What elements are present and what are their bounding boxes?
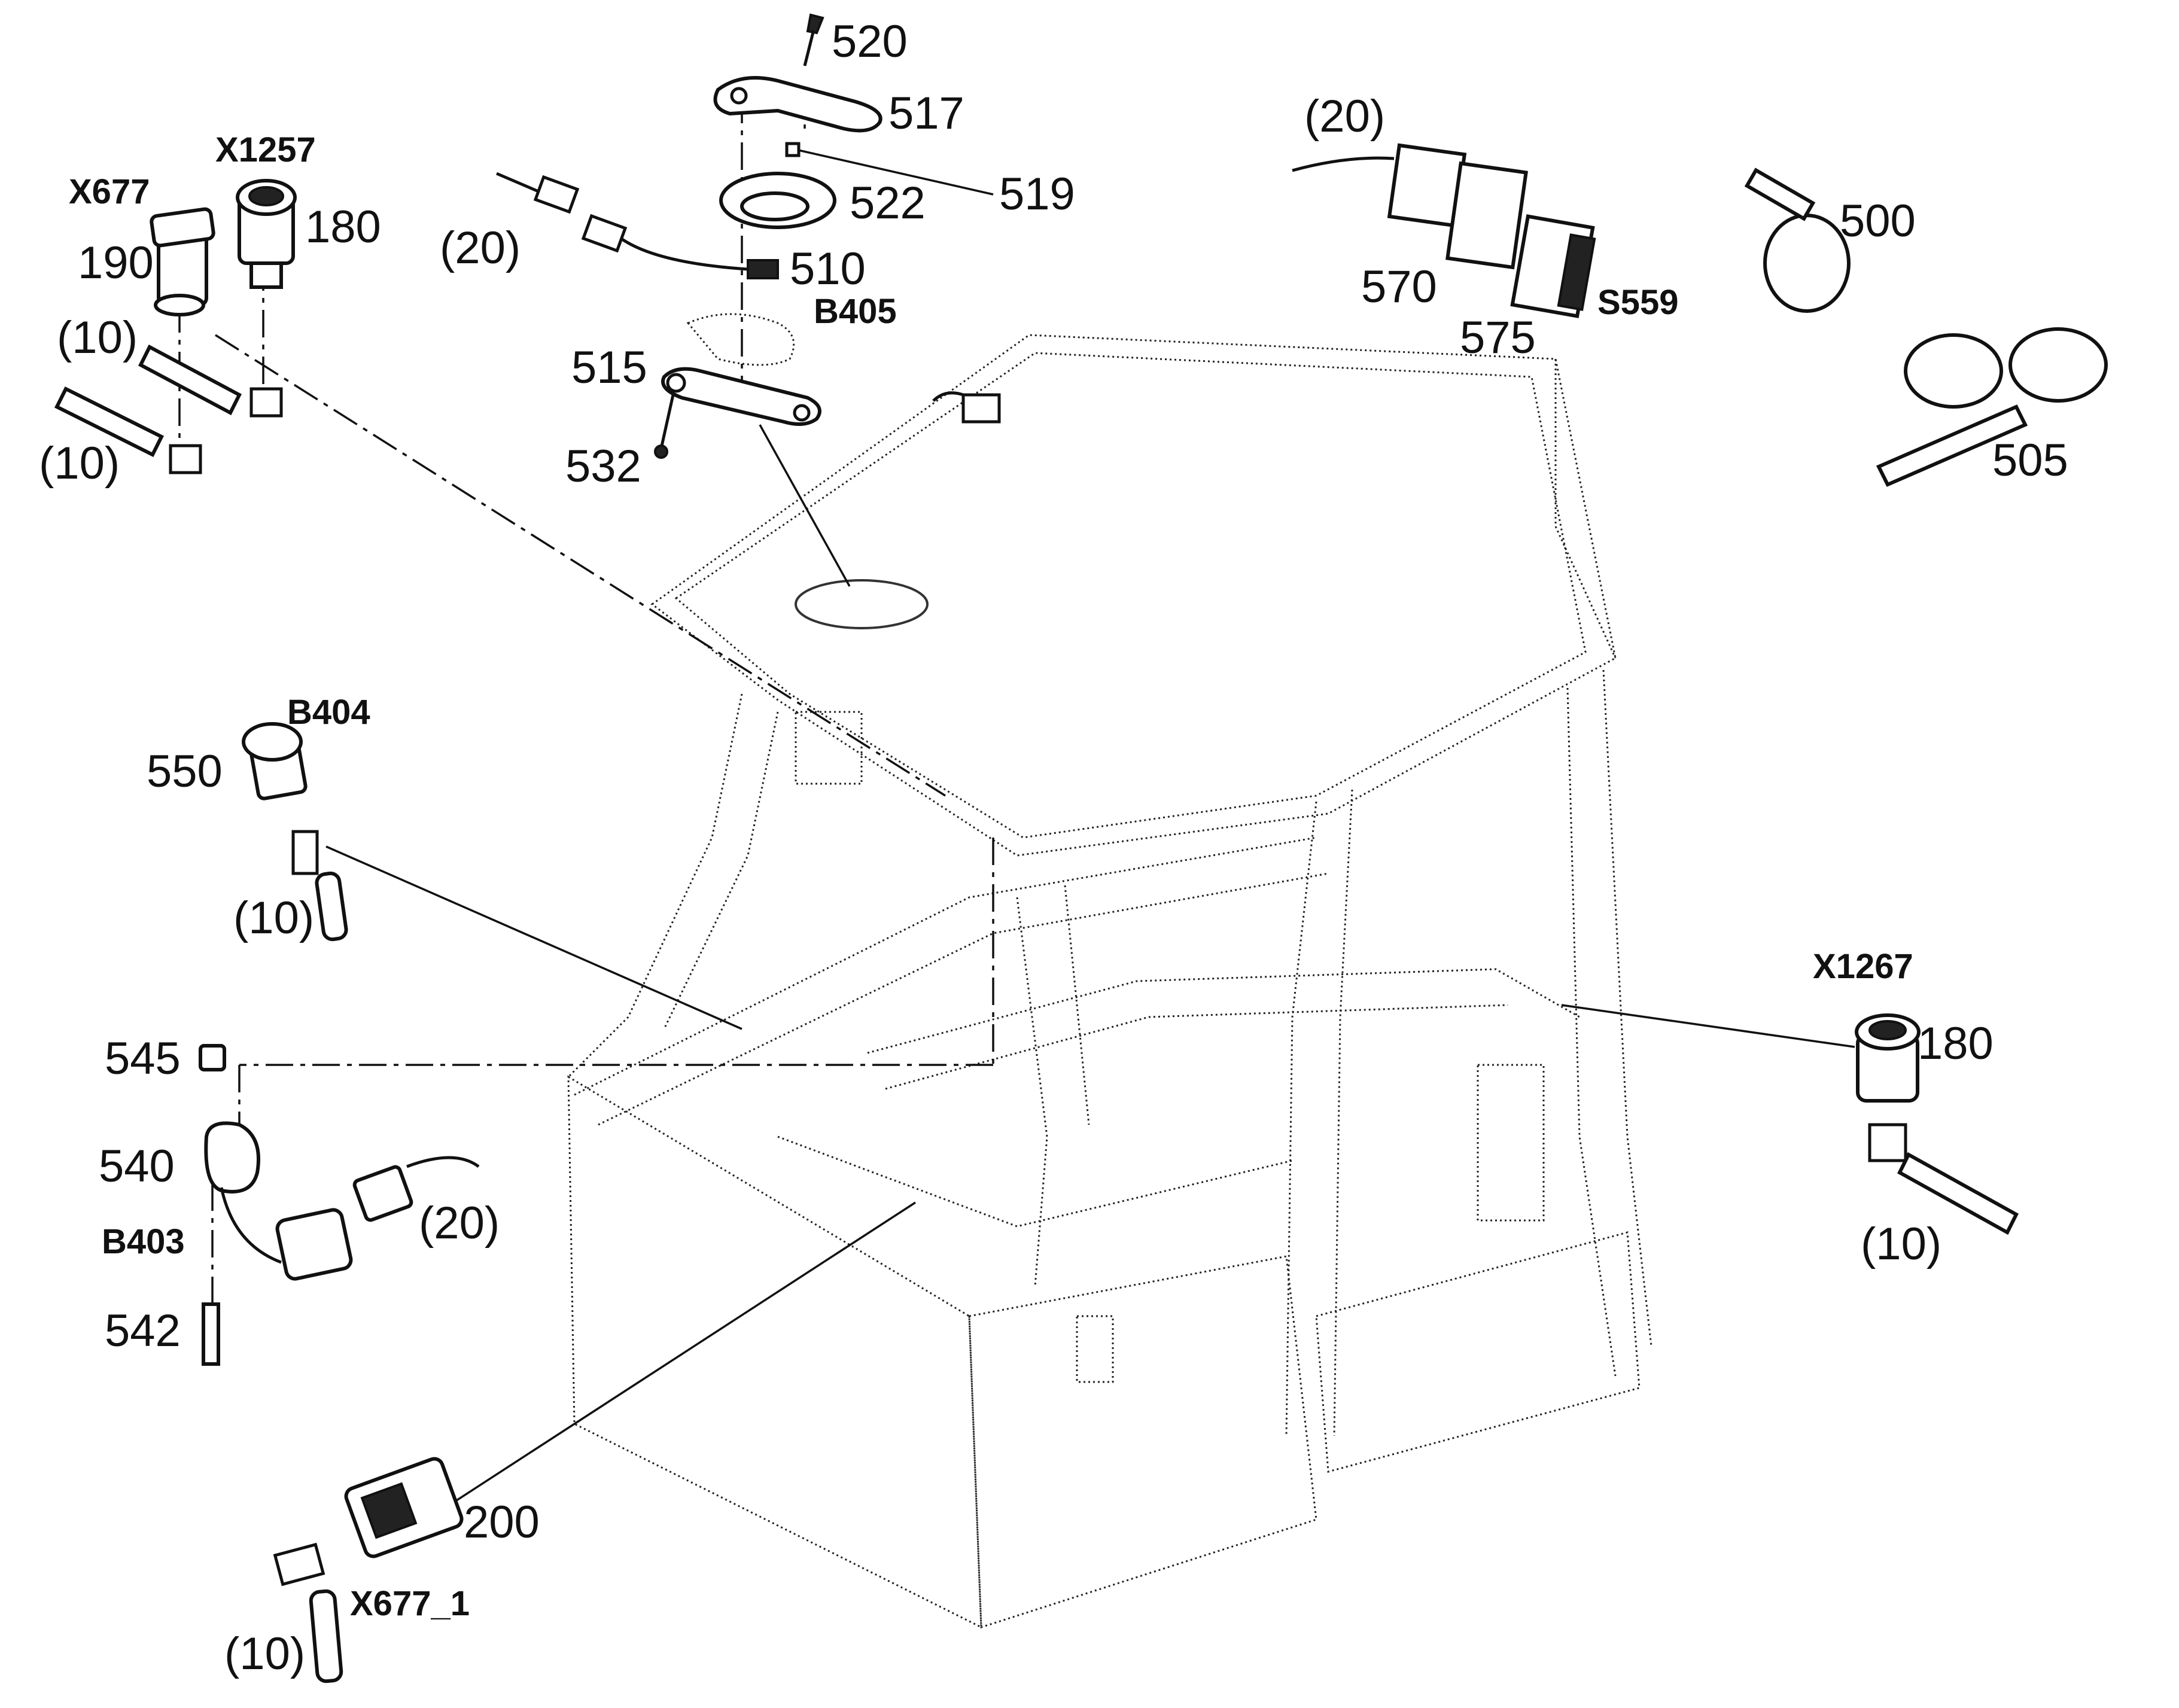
label-x1257: X1257: [215, 130, 316, 169]
label-520: 520: [832, 16, 908, 67]
label-20-low: (20): [419, 1198, 500, 1249]
bracket-517: [713, 76, 882, 133]
label-10-d: (10): [1861, 1219, 1941, 1269]
label-20-right: (20): [1304, 91, 1385, 142]
label-515: 515: [571, 342, 647, 393]
label-575: 575: [1460, 312, 1536, 363]
socket-180-right: [1855, 1013, 2019, 1235]
label-b404: B404: [287, 693, 370, 732]
label-545: 545: [105, 1033, 181, 1084]
label-540: 540: [99, 1141, 175, 1192]
socket-180-top: [236, 179, 297, 289]
label-x1267: X1267: [1813, 947, 1913, 986]
screw-520: [803, 13, 824, 66]
socket-190: [150, 207, 215, 316]
nut-545: [199, 1044, 226, 1071]
sensor-cable-510: [496, 172, 779, 279]
gasket-522: [719, 172, 836, 229]
screw-542: [202, 1302, 220, 1366]
label-20-top: (20): [440, 223, 521, 273]
switch-housing-570: [1292, 143, 1528, 270]
label-x677-1: X677_1: [350, 1584, 470, 1623]
label-500: 500: [1840, 196, 1916, 246]
label-10-c: (10): [233, 893, 314, 943]
label-180-top: 180: [305, 202, 381, 252]
label-522: 522: [850, 178, 926, 229]
bracket-515: [661, 313, 821, 426]
cable-clamp-505: [1876, 327, 2108, 487]
plug-519: [785, 142, 801, 157]
label-200: 200: [464, 1497, 540, 1548]
label-10-e: (10): [224, 1628, 305, 1679]
label-180-right: 180: [1918, 1018, 1994, 1069]
cab-frame: [567, 334, 1652, 1629]
label-510: 510: [790, 243, 866, 294]
sensor-550: [242, 722, 348, 942]
label-190: 190: [78, 238, 154, 288]
switch-575: [1510, 214, 1596, 318]
label-542: 542: [105, 1305, 181, 1356]
callout-labels: 520 517 519 522 510 B405 (20) 515 532 X6…: [39, 16, 2068, 1679]
connector-200: [344, 1457, 464, 1558]
cables-10-top: [54, 344, 283, 474]
label-505: 505: [1992, 435, 2068, 486]
label-x677: X677: [69, 172, 150, 211]
sensor-540: [204, 1121, 480, 1281]
label-570: 570: [1361, 261, 1437, 312]
label-519: 519: [999, 169, 1075, 220]
label-532: 532: [565, 441, 641, 492]
label-550: 550: [147, 746, 223, 797]
label-10-a: (10): [57, 312, 138, 363]
label-s559: S559: [1597, 283, 1678, 322]
cable-tie-500: [1744, 168, 1851, 313]
label-b405: B405: [814, 292, 897, 331]
label-b403: B403: [102, 1222, 185, 1261]
label-10-b: (10): [39, 438, 120, 489]
roof-connector: [932, 391, 1001, 424]
screw-532: [654, 394, 675, 459]
label-517: 517: [888, 88, 964, 139]
cable-10-bottom: [273, 1542, 343, 1683]
leader-lines: [178, 90, 1855, 1503]
